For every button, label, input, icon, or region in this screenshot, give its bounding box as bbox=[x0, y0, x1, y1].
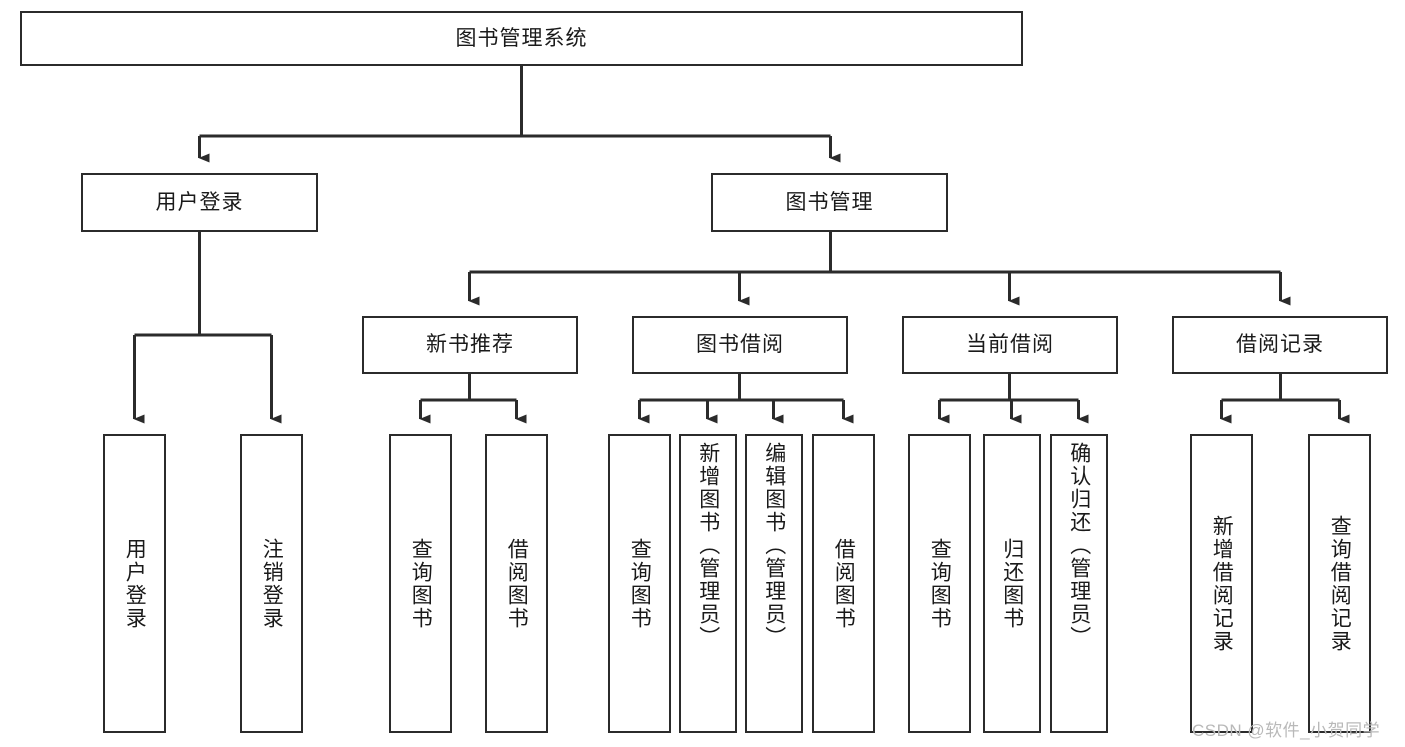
node-user-login-label: 用户登录 bbox=[155, 190, 244, 214]
node-leaf-query-book-2-label: 查询图书 bbox=[628, 537, 652, 630]
node-leaf-add-record[interactable]: 新增借阅记录 bbox=[1190, 434, 1253, 733]
node-book-manage[interactable]: 图书管理 bbox=[711, 173, 948, 232]
node-borrow-record[interactable]: 借阅记录 bbox=[1172, 316, 1388, 374]
node-root-label: 图书管理系统 bbox=[455, 26, 588, 50]
node-leaf-confirm-return-label: 确认归还（管理员） bbox=[1067, 442, 1091, 649]
node-root[interactable]: 图书管理系统 bbox=[20, 11, 1023, 66]
node-leaf-user-login-label: 用户登录 bbox=[123, 537, 147, 630]
node-leaf-user-logout[interactable]: 注销登录 bbox=[240, 434, 303, 733]
node-leaf-query-book-3-label: 查询图书 bbox=[928, 537, 952, 630]
node-leaf-add-book-label: 新增图书（管理员） bbox=[696, 442, 720, 649]
node-book-borrow-label: 图书借阅 bbox=[696, 333, 784, 357]
node-book-manage-label: 图书管理 bbox=[785, 190, 874, 214]
node-leaf-query-book-3[interactable]: 查询图书 bbox=[908, 434, 971, 733]
node-leaf-borrow-book-2[interactable]: 借阅图书 bbox=[812, 434, 875, 733]
node-leaf-borrow-book-1-label: 借阅图书 bbox=[505, 537, 529, 630]
node-leaf-borrow-book-1[interactable]: 借阅图书 bbox=[485, 434, 548, 733]
node-leaf-edit-book-label: 编辑图书（管理员） bbox=[762, 442, 786, 649]
node-leaf-user-login[interactable]: 用户登录 bbox=[103, 434, 166, 733]
node-new-book-recommend-label: 新书推荐 bbox=[426, 333, 514, 357]
node-leaf-query-record[interactable]: 查询借阅记录 bbox=[1308, 434, 1371, 733]
node-leaf-query-book-2[interactable]: 查询图书 bbox=[608, 434, 671, 733]
node-leaf-query-book-1-label: 查询图书 bbox=[409, 537, 433, 630]
node-borrow-record-label: 借阅记录 bbox=[1236, 333, 1324, 357]
node-leaf-add-record-label: 新增借阅记录 bbox=[1210, 514, 1234, 653]
node-current-borrow-label: 当前借阅 bbox=[966, 333, 1054, 357]
node-leaf-query-record-label: 查询借阅记录 bbox=[1328, 514, 1352, 653]
node-leaf-return-book-label: 归还图书 bbox=[1000, 537, 1024, 630]
node-current-borrow[interactable]: 当前借阅 bbox=[902, 316, 1118, 374]
node-leaf-confirm-return[interactable]: 确认归还（管理员） bbox=[1050, 434, 1108, 733]
node-leaf-query-book-1[interactable]: 查询图书 bbox=[389, 434, 452, 733]
node-leaf-borrow-book-2-label: 借阅图书 bbox=[832, 537, 856, 630]
node-leaf-user-logout-label: 注销登录 bbox=[260, 537, 284, 630]
node-new-book-recommend[interactable]: 新书推荐 bbox=[362, 316, 578, 374]
node-leaf-return-book[interactable]: 归还图书 bbox=[983, 434, 1041, 733]
node-book-borrow[interactable]: 图书借阅 bbox=[632, 316, 848, 374]
node-leaf-edit-book[interactable]: 编辑图书（管理员） bbox=[745, 434, 803, 733]
node-user-login[interactable]: 用户登录 bbox=[81, 173, 318, 232]
node-leaf-add-book[interactable]: 新增图书（管理员） bbox=[679, 434, 737, 733]
csdn-watermark: CSDN @软件_小贺同学 bbox=[1192, 721, 1381, 740]
